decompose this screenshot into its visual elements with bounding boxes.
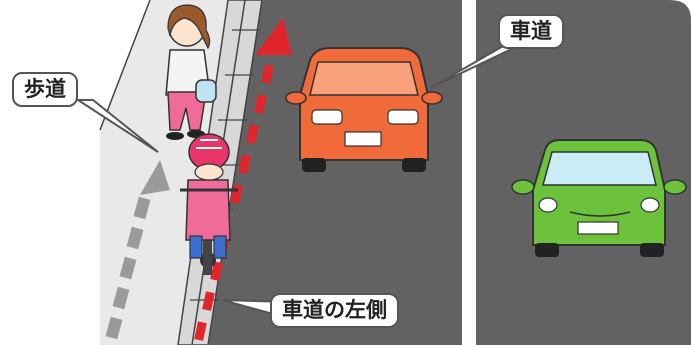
arrow-up-icon (105, 160, 170, 340)
cyclist-child-icon (180, 133, 238, 275)
road-left-side-label: 車道の左側 (270, 293, 399, 329)
pedestrian-woman-icon (165, 4, 217, 140)
callout-pointers (74, 44, 521, 320)
roadway-label: 車道 (498, 14, 564, 50)
red-car-icon (285, 47, 443, 172)
green-car-icon (511, 139, 687, 257)
sidewalk-label: 歩道 (12, 72, 78, 108)
arrow-up-icon (194, 18, 292, 341)
